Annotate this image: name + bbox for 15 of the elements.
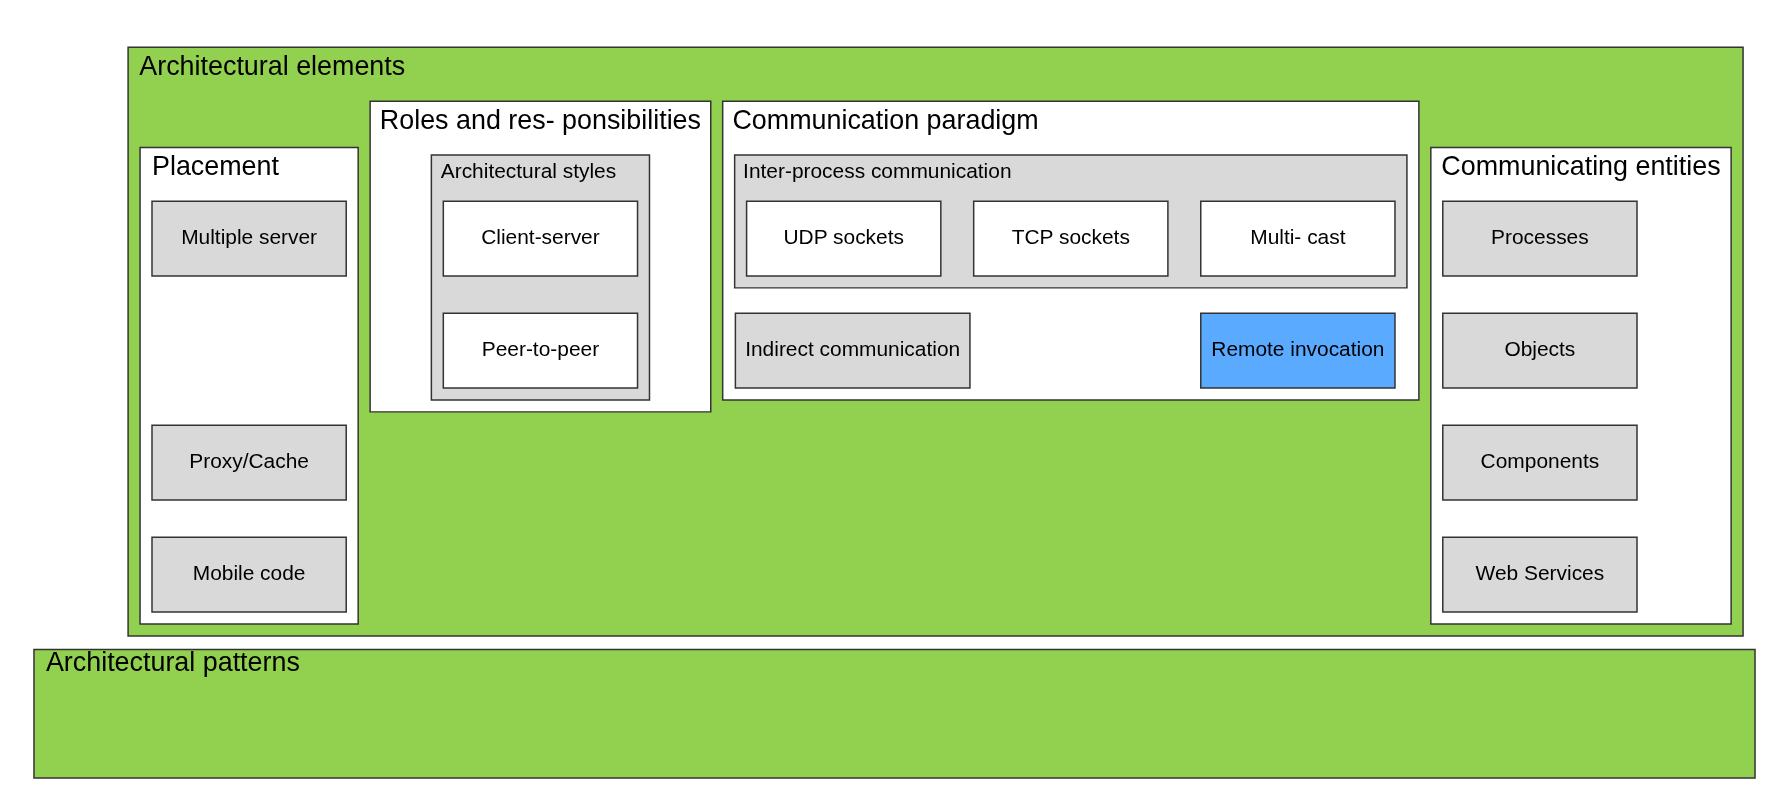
node-box: Web Services — [1441, 536, 1638, 613]
node-box: Components — [1441, 424, 1638, 501]
node-box: Mobile code — [150, 536, 347, 613]
node-box: TCP sockets — [972, 200, 1169, 277]
node-box: Multiple server — [150, 200, 347, 277]
node-box: Client-server — [442, 200, 638, 277]
node-box: Objects — [1441, 312, 1638, 389]
node-box: Proxy/Cache — [150, 424, 347, 501]
node-box: UDP sockets — [745, 200, 942, 277]
node-box: Remote invocation — [1199, 312, 1396, 389]
node-box: Architectural patterns — [32, 648, 1756, 779]
node-box: Processes — [1441, 200, 1638, 277]
node-box: Multi- cast — [1199, 200, 1396, 277]
node-box: Peer-to-peer — [442, 312, 638, 389]
node-box: Indirect communication — [734, 312, 971, 389]
